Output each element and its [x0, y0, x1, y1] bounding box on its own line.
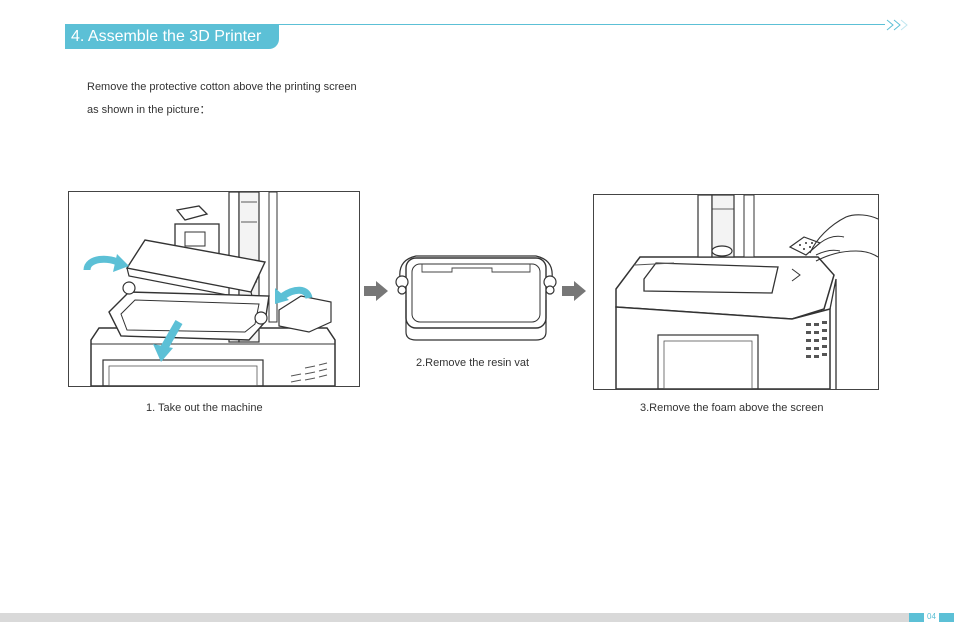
section-header-tab: 4. Assemble the 3D Printer	[65, 24, 279, 49]
intro-line-1: Remove the protective cotton above the p…	[87, 81, 357, 93]
intro-line-2: as shown in the picture：	[87, 104, 211, 116]
page-number: 04	[927, 612, 936, 621]
intro-text: Remove the protective cotton above the p…	[87, 76, 357, 122]
resin-vat-illustration	[392, 250, 560, 346]
printer-lift-cover-illustration	[68, 191, 360, 387]
step-1-caption: 1. Take out the machine	[146, 402, 263, 414]
page-number-badge: 04	[909, 612, 954, 622]
page-badge-left-block	[909, 613, 924, 622]
page-badge-right-block	[939, 613, 954, 622]
printer-remove-foam-illustration	[593, 194, 879, 390]
header-divider	[279, 24, 885, 25]
step-2-caption: 2.Remove the resin vat	[416, 357, 530, 369]
arrow-right-icon	[561, 280, 587, 307]
arrow-right-icon	[363, 280, 389, 307]
step-3-caption: 3.Remove the foam above the screen	[640, 402, 824, 414]
footer-bar	[0, 613, 954, 622]
section-title: 4. Assemble the 3D Printer	[71, 28, 262, 45]
double-chevron-right-icon	[884, 18, 910, 37]
